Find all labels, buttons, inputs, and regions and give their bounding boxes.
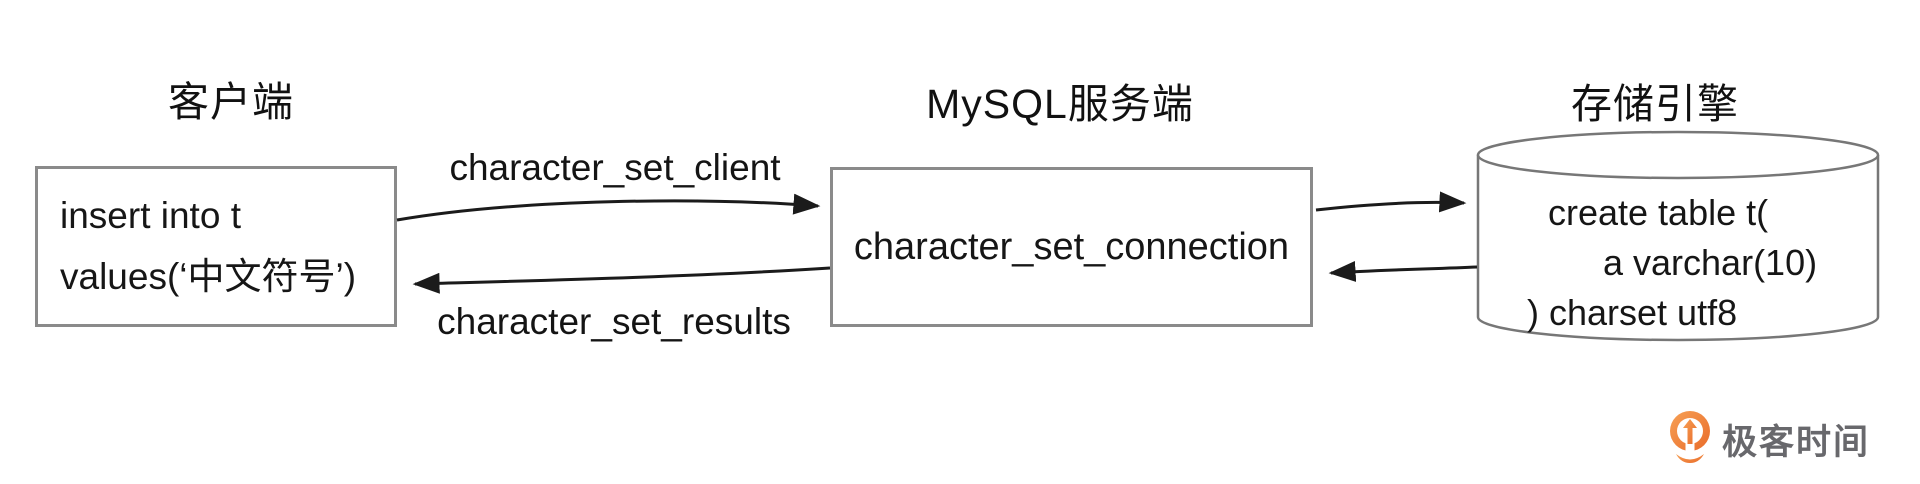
arrow-server-to-client (412, 266, 831, 294)
edge-label-character-set-results: character_set_results (437, 301, 791, 342)
engine-sql-line-3: ) charset utf8 (1527, 292, 1738, 333)
arrow-client-to-server (396, 193, 821, 222)
geektime-logo: 极客时间 (1668, 410, 1870, 468)
client-sql-line-2: values(‘中文符号’) (60, 256, 357, 297)
server-node-label: character_set_connection (853, 225, 1290, 268)
geektime-logo-text: 极客时间 (1722, 422, 1871, 462)
client-title: 客户端 (168, 79, 294, 125)
edge-label-character-set-client: character_set_client (449, 147, 781, 188)
arrow-server-to-engine (1315, 191, 1467, 213)
engine-sql-line-1: create table t( (1548, 192, 1769, 233)
geektime-logo-icon (1670, 411, 1710, 463)
server-node-box: character_set_connection (830, 167, 1313, 327)
client-sql-line-1: insert into t (60, 195, 241, 236)
storage-engine-title: 存储引擎 (1571, 81, 1739, 127)
engine-node-text: create table t( a varchar(10) ) charset … (1477, 188, 1878, 338)
arrow-engine-to-server (1328, 261, 1478, 282)
mysql-server-title: MySQL服务端 (926, 81, 1194, 127)
client-node-box: insert into t values(‘中文符号’) (35, 166, 397, 327)
engine-sql-line-2: a varchar(10) (1603, 242, 1818, 283)
